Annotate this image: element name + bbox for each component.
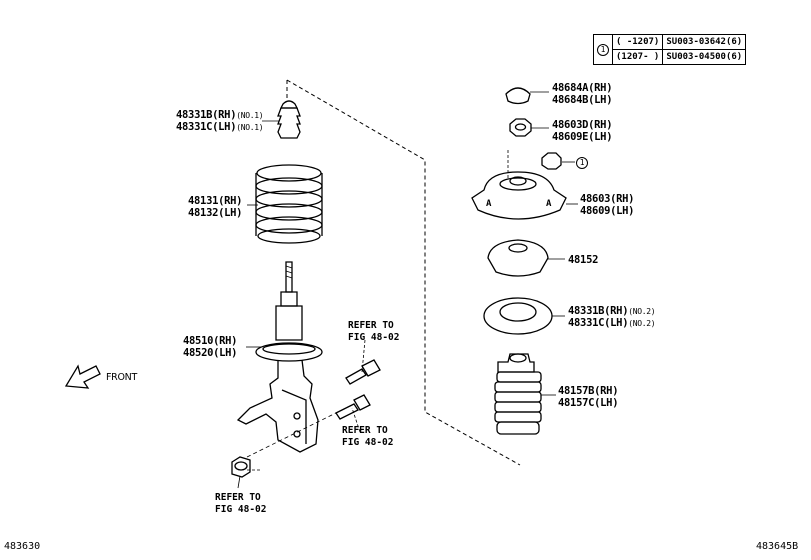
- label-mount-lh: 48609(LH): [580, 205, 635, 217]
- label-spring-rh: 48131(RH): [188, 195, 243, 207]
- refer-1-line1: REFER TO: [348, 320, 394, 331]
- mount-letter-a-left: A: [486, 199, 492, 209]
- note-marker-cell: 1: [593, 34, 613, 65]
- label-bumper-upper-lh: 48331C(LH)(NO.1): [176, 121, 264, 133]
- label-nut-rh: 48603D(RH): [552, 119, 613, 131]
- mount-nut-marker: 1: [576, 156, 588, 169]
- label-nut-lh: 48609E(LH): [552, 131, 613, 143]
- label-cap-lh: 48684B(LH): [552, 94, 613, 106]
- refer-2-line1: REFER TO: [342, 425, 388, 436]
- flange-nut: [231, 456, 251, 478]
- label-seat: 48152: [568, 254, 599, 266]
- spring-upper-seat: [487, 239, 565, 277]
- label-mount-rh: 48603(RH): [580, 193, 635, 205]
- shock-absorber-strut: [236, 261, 323, 453]
- refer-2-line2: FIG 48-02: [342, 437, 394, 448]
- strut-bolt-lower: [335, 394, 371, 420]
- leaders-right: [530, 91, 549, 129]
- bump-stopper-upper: [277, 100, 301, 139]
- assembly-dashed-outline: [286, 79, 521, 466]
- note-table: 1 ( -1207) SU003-03642(6) (1207- ) SU003…: [593, 34, 747, 65]
- refer-1-line2: FIG 48-02: [348, 332, 400, 343]
- dust-boot: [494, 353, 556, 435]
- figure-code-right: 483645B: [756, 541, 799, 552]
- mount-letter-a-right: A: [546, 199, 552, 209]
- label-bumper-lower-lh: 48331C(LH)(NO.2): [568, 317, 656, 329]
- note-range-2: (1207- ): [611, 49, 664, 65]
- strut-bolt-upper: [345, 359, 381, 385]
- front-label: FRONT: [106, 372, 137, 383]
- label-boot-lh: 48157C(LH): [558, 397, 619, 409]
- mount-nut: [541, 152, 575, 170]
- label-strut-lh: 48520(LH): [183, 347, 238, 359]
- note-part-2: SU003-04500(6): [662, 49, 747, 65]
- dust-cap: [505, 87, 531, 105]
- note-range-1: ( -1207): [611, 34, 664, 50]
- label-cap-rh: 48684A(RH): [552, 82, 613, 94]
- label-strut-rh: 48510(RH): [183, 335, 238, 347]
- note-part-1: SU003-03642(6): [662, 34, 747, 50]
- strut-mount: [471, 150, 578, 220]
- label-boot-rh: 48157B(RH): [558, 385, 619, 397]
- bump-stopper-lower: [483, 297, 565, 335]
- figure-code-left: 483630: [4, 541, 41, 552]
- lock-nut: [509, 118, 532, 137]
- front-arrow-icon: [64, 364, 101, 389]
- label-spring-lh: 48132(LH): [188, 207, 243, 219]
- refer-3-line2: FIG 48-02: [215, 504, 267, 515]
- label-bumper-upper-rh: 48331B(RH)(NO.1): [176, 109, 264, 121]
- coil-spring: [255, 164, 323, 244]
- label-bumper-lower-rh: 48331B(RH)(NO.2): [568, 305, 656, 317]
- refer-3-line1: REFER TO: [215, 492, 261, 503]
